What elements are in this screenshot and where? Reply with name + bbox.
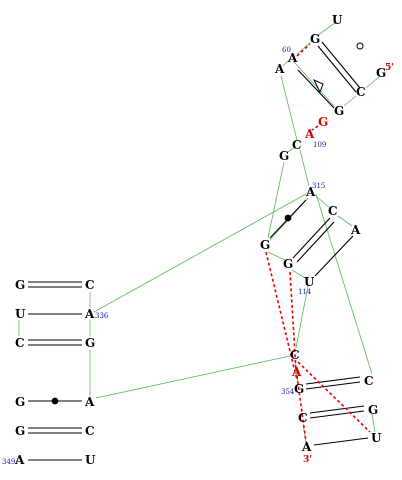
noncanonical-filled-dot-left — [51, 397, 59, 405]
residue-number-60: 60 — [282, 46, 291, 54]
nucleotide-c-right: C — [356, 85, 366, 99]
pair-g-c-top-1 — [321, 41, 361, 89]
backbone-a-left-c-mid — [280, 75, 298, 141]
nucleotide-l-a336: A — [84, 307, 95, 321]
nucleotide-l-g1: G — [15, 278, 25, 292]
strand-end-labels: 5' 3' — [303, 63, 394, 465]
nucleotide-r-c-top: C — [290, 348, 300, 362]
backbone-g114-u114 — [291, 269, 306, 279]
pair-r-g354-c-1 — [305, 376, 361, 385]
nucleotide-l-c1: C — [85, 278, 95, 292]
residue-number-354: 354 — [281, 388, 295, 396]
backbone-c-mid-g-mid — [287, 147, 295, 153]
backbone-u-g-top — [316, 21, 337, 37]
nucleotide-l-c4: C — [85, 424, 95, 438]
five-prime-end-label: 5' — [385, 63, 394, 73]
three-prime-end-label: 3' — [303, 455, 312, 465]
tertiary-a60-g-top — [296, 43, 311, 57]
nucleotide-l-u: U — [15, 307, 26, 321]
backbone-c-g5 — [365, 75, 381, 89]
nucleotide-g5: G — [376, 66, 386, 80]
residue-number-336: 336 — [95, 312, 109, 320]
nucleotide-l-a3: A — [84, 395, 95, 409]
backbone-g-mid-g-left2 — [267, 161, 285, 239]
nucleotide-g-mid: G — [279, 149, 289, 163]
noncanonical-filled-dot — [284, 214, 292, 222]
backbone-a60-a-left — [282, 59, 290, 67]
nucleotide-a-red: A — [304, 127, 315, 141]
backbone-c-mid-a315 — [299, 149, 310, 187]
backbone-lines — [18, 21, 381, 443]
pair-c-g114-1 — [292, 217, 331, 259]
nucleotide-c-mid: C — [292, 138, 302, 152]
nucleotide-a60: A — [287, 51, 298, 65]
nucleotide-l-g4: G — [15, 424, 25, 438]
tertiary-g-red-a-red — [311, 125, 319, 131]
backbone-a315-right-c — [315, 193, 373, 375]
pair-g-c-top-2 — [317, 45, 357, 93]
nucleotide-r-c3: C — [298, 411, 308, 425]
tertiary-interaction-lines — [265, 43, 371, 443]
tertiary-c-top-u3p — [297, 361, 371, 433]
residue-number-109: 109 — [313, 141, 326, 149]
nucleotide-g-top: G — [310, 32, 320, 46]
residue-numbers: 60 109 315 114 336 349 354 — [2, 46, 326, 466]
backbone-c-a-far — [337, 215, 353, 227]
nucleotide-a-far: A — [350, 223, 361, 237]
nucleotide-r-u3p: U — [371, 431, 382, 445]
tertiary-a-red-a3p — [296, 375, 307, 443]
nucleotide-r-g354: G — [294, 382, 304, 396]
nucleotide-r-c354: C — [364, 374, 374, 388]
nucleotide-a-left: A — [274, 62, 285, 76]
pair-a-g-lower — [297, 69, 335, 109]
backbone-g-left2-g114 — [267, 251, 286, 261]
backbone-g-c — [343, 95, 357, 107]
noncanonical-open-triangle — [312, 78, 324, 94]
residue-number-315: 315 — [312, 182, 325, 190]
backbone-u114-c-top — [295, 285, 309, 349]
pair-c-g114-2 — [296, 221, 335, 263]
nucleotide-g-114: G — [283, 257, 293, 271]
open-circle-symbol — [356, 42, 364, 50]
nucleotide-r-g3: G — [368, 403, 378, 417]
nucleotide-a315: A — [305, 185, 316, 199]
pair-a-u114 — [314, 235, 354, 277]
nucleotide-l-g2: G — [85, 336, 95, 350]
backbone-a315-c — [315, 195, 331, 209]
backbone-g-a60 — [296, 39, 314, 55]
nucleotide-g-lower: G — [334, 104, 344, 118]
backbone-a315-left-a336 — [93, 193, 307, 313]
nucleotide-u-top: U — [332, 13, 343, 27]
pair-r-g354-c-2 — [305, 381, 361, 390]
nucleotide-r-a3p: A — [301, 440, 312, 454]
nucleotide-l-g3: G — [15, 395, 25, 409]
nucleotide-g-left2: G — [260, 238, 270, 252]
backbone-right-c-left-g — [95, 355, 291, 399]
nucleotide-r-a-red: A — [291, 365, 302, 379]
backbone-g3-u3p — [371, 413, 376, 433]
nucleotide-l-a349: A — [14, 453, 25, 467]
nucleotide-g-red: G — [318, 115, 328, 129]
nucleotide-u114: U — [304, 275, 315, 289]
nucleotide-l-u349: U — [85, 453, 96, 467]
pair-r-c3-g3-1 — [309, 405, 365, 414]
residue-number-114: 114 — [298, 288, 312, 296]
base-pair-lines — [28, 41, 369, 461]
pair-r-c3-g3-2 — [309, 410, 365, 419]
nucleotide-l-c2: C — [15, 336, 25, 350]
residue-number-349: 349 — [2, 458, 15, 466]
pair-r-a3p-u3p — [313, 437, 369, 446]
nucleotide-labels: U G A A C G G G A C G A C A G G U G C U … — [14, 13, 386, 467]
nucleotide-c-315: C — [328, 204, 338, 218]
backbone-a60-g-lower — [293, 61, 335, 107]
